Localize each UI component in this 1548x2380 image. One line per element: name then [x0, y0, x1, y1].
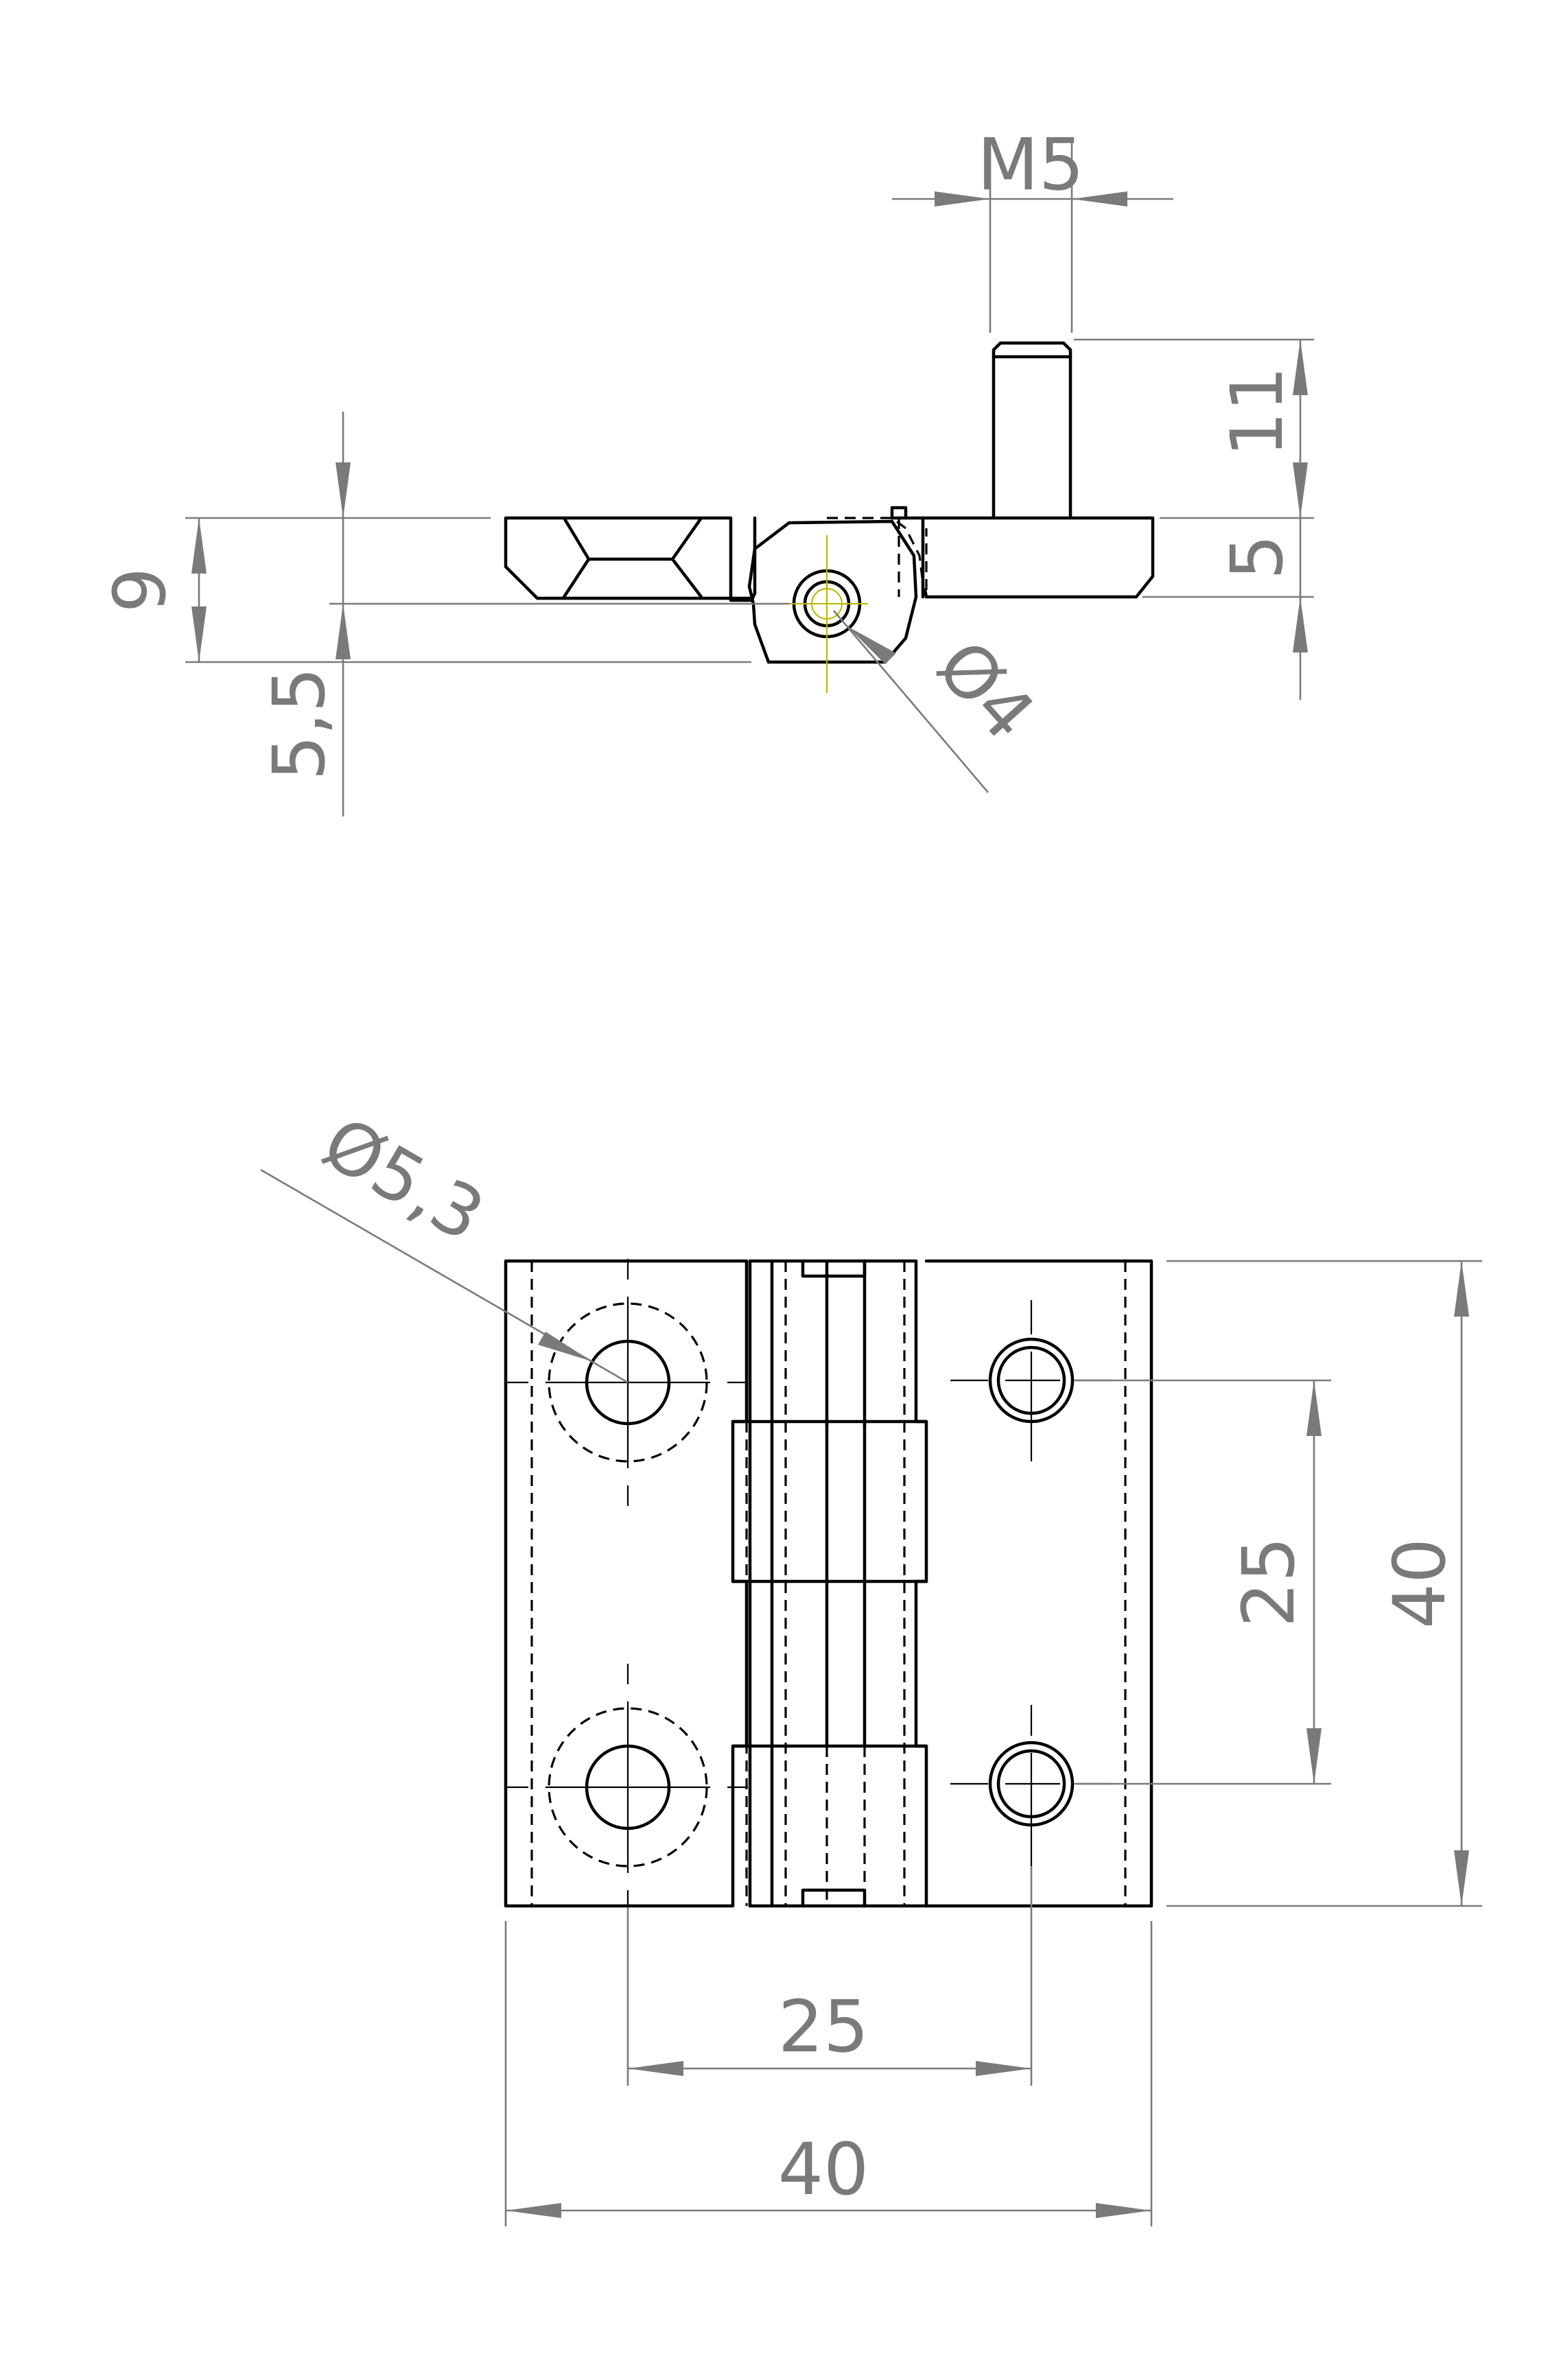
knuckle-hidden-lines	[784, 1261, 906, 1906]
knuckle-outline	[747, 519, 918, 664]
hole-spacing-horizontal-label: 25	[778, 1985, 869, 2069]
stud-arrow-bottom	[1293, 462, 1308, 518]
pin-diameter-leader	[833, 610, 989, 793]
pin-height-arrow-top	[336, 462, 351, 518]
width-arrow-right	[1096, 2203, 1151, 2218]
width-lines	[504, 1921, 1153, 2226]
hole-spacing-vertical-arrow-bottom	[1306, 1728, 1322, 1784]
height-total-arrow-bottom	[191, 606, 207, 662]
hole-spacing-vertical-label: 25	[1227, 1537, 1311, 1627]
height-arrow-bottom	[1454, 1850, 1469, 1906]
pin-centerline	[789, 535, 868, 693]
base-thickness-label: 5	[1215, 534, 1299, 580]
pin-diameter-arrow	[847, 626, 896, 664]
thread-label: M5	[977, 123, 1084, 207]
left-leaf-plan-outline	[504, 1259, 749, 1908]
hole-diameter-arrow	[538, 1332, 591, 1361]
stud-dimension-lines	[1074, 338, 1314, 700]
knuckle-middle-segment	[731, 1419, 928, 1748]
height-label: 40	[1378, 1538, 1462, 1629]
side-view	[504, 341, 1155, 693]
plan-view	[504, 1259, 1153, 1908]
hole-spacing-horizontal-arrow-right	[976, 2061, 1031, 2076]
pin-height-arrow-bottom	[336, 604, 351, 659]
left-leaf-hidden-edges	[530, 1261, 748, 1906]
stud-arrow-top	[1293, 340, 1308, 395]
right-hole-centerlines	[950, 1300, 1112, 1866]
stud-length-label: 11	[1215, 366, 1299, 457]
hole-diameter-label: Ø5,3	[309, 1100, 497, 1258]
side-view-dimensions: M5 11 5 9 5,5 Ø4	[98, 123, 1314, 816]
right-leaf-hidden-edge	[898, 518, 928, 597]
height-arrow-top	[1454, 1261, 1469, 1317]
plan-view-top-bottom-edges	[748, 1259, 928, 1908]
width-label: 40	[778, 2128, 869, 2211]
hole-spacing-vertical-arrow-top	[1306, 1380, 1322, 1436]
knuckle-plan-outline	[748, 1259, 928, 1908]
right-leaf-plan-outline	[924, 1259, 1153, 1908]
thread-arrow-right	[1072, 191, 1127, 207]
left-hole-centerlines	[504, 1259, 748, 1907]
height-total-label: 9	[98, 567, 182, 613]
plan-view-dimensions: Ø5,3 25 40 25 40	[260, 1100, 1482, 2226]
base-arrow-top	[1293, 597, 1308, 652]
height-total-lines	[185, 517, 751, 663]
right-leaf-small-rect	[890, 506, 908, 520]
height-lines	[1166, 1260, 1482, 1907]
pin-height-label: 5,5	[257, 667, 341, 780]
left-leaf-countersink	[562, 516, 703, 599]
hole-spacing-horizontal-lines	[626, 1866, 1033, 2086]
right-leaf-outline	[890, 516, 1155, 599]
width-arrow-left	[506, 2203, 561, 2218]
thread-arrow-left	[935, 191, 990, 207]
stud-outline	[992, 341, 1072, 520]
left-leaf-countersink-hidden	[551, 558, 714, 600]
pin-end-marks	[801, 1259, 867, 1908]
pin-height-lines	[329, 412, 789, 816]
knuckle-arc-hidden	[827, 517, 924, 584]
hole-spacing-vertical-lines	[1074, 1379, 1331, 1785]
height-total-arrow-top	[191, 518, 207, 574]
hole-spacing-horizontal-arrow-left	[628, 2061, 683, 2076]
